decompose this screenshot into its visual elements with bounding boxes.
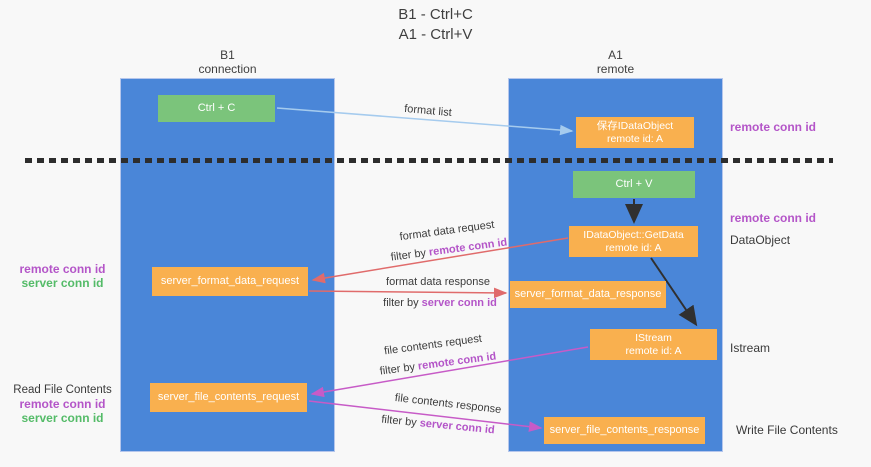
server-file-contents-response-label: server_file_contents_response [549, 424, 700, 436]
istream-side-label: Istream [730, 341, 771, 355]
server-conn-id-text: server conn id [419, 417, 496, 437]
left-column-header: B1 connection [120, 48, 335, 76]
server-format-data-request-label: server_format_data_request [160, 275, 300, 287]
filter-by-text: filter by [383, 297, 422, 309]
getdata-line1: IDataObject::GetData [583, 228, 684, 241]
left-column-name: B1 [220, 48, 235, 62]
save-idataobject-line1: 保存IDataObject [596, 119, 674, 132]
format-data-response-filter-label: filter by server conn id [383, 297, 497, 309]
remote-conn-id-text: remote conn id [428, 236, 508, 259]
file-contents-response-filter-label: filter by server conn id [381, 414, 495, 437]
remote-conn-id-text: remote conn id [417, 350, 497, 373]
server-file-contents-response-node: server_file_contents_response [544, 417, 705, 444]
server-file-contents-request-label: server_file_contents_request [157, 391, 300, 403]
server-file-contents-request-node: server_file_contents_request [150, 383, 307, 412]
filter-by-text: filter by [379, 360, 419, 378]
right-column-role: remote [596, 62, 635, 76]
idataobject-getdata-node: IDataObject::GetData remote id: A [569, 226, 698, 257]
server-format-data-request-node: server_format_data_request [152, 267, 308, 296]
diagram-title: B1 - Ctrl+C A1 - Ctrl+V [0, 5, 871, 45]
remote-conn-id-label-left-1: remote conn id [19, 262, 106, 276]
istream-line2: remote id: A [625, 344, 682, 357]
format-data-response-label: format data response [386, 276, 490, 288]
format-data-response-arrow [308, 287, 508, 299]
title-line-1: B1 - Ctrl+C [398, 6, 473, 23]
filter-by-text: filter by [380, 413, 421, 430]
server-format-data-response-node: server_format_data_response [510, 281, 666, 308]
right-column-name: A1 [608, 48, 623, 62]
title-line-2: A1 - Ctrl+V [398, 26, 473, 43]
remote-conn-id-label-right-top: remote conn id [730, 120, 817, 134]
server-format-data-response-label: server_format_data_response [514, 288, 662, 300]
server-conn-id-text: server conn id [421, 297, 497, 309]
server-conn-id-label-left-1: server conn id [21, 276, 104, 290]
ctrl-v-label: Ctrl + V [615, 178, 653, 190]
format-list-label: format list [403, 102, 453, 120]
ctrl-c-label: Ctrl + C [197, 102, 236, 114]
save-idataobject-line2: remote id: A [606, 132, 664, 145]
server-conn-id-label-left-2: server conn id [21, 411, 104, 425]
left-conn-id-block-2: Read File Contents remote conn id server… [10, 383, 115, 425]
istream-node: IStream remote id: A [590, 329, 717, 360]
save-idataobject-node: 保存IDataObject remote id: A [576, 117, 694, 148]
left-conn-id-block-1: remote conn id server conn id [10, 262, 115, 290]
phase-separator-dashed-line [25, 158, 833, 163]
right-column-header: A1 remote [508, 48, 723, 76]
istream-line1: IStream [635, 331, 672, 344]
remote-conn-id-label-right-mid: remote conn id [730, 211, 817, 225]
read-file-contents-label: Read File Contents [13, 384, 112, 396]
dataobject-label: DataObject [730, 233, 791, 247]
ctrl-v-node: Ctrl + V [573, 171, 695, 198]
write-file-contents-label: Write File Contents [736, 423, 838, 437]
left-column-role: connection [198, 62, 257, 76]
ctrl-c-node: Ctrl + C [158, 95, 275, 122]
filter-by-text: filter by [390, 246, 430, 264]
getdata-line2: remote id: A [605, 241, 662, 254]
file-contents-response-label: file contents response [394, 391, 502, 417]
remote-conn-id-label-left-2: remote conn id [19, 397, 106, 411]
